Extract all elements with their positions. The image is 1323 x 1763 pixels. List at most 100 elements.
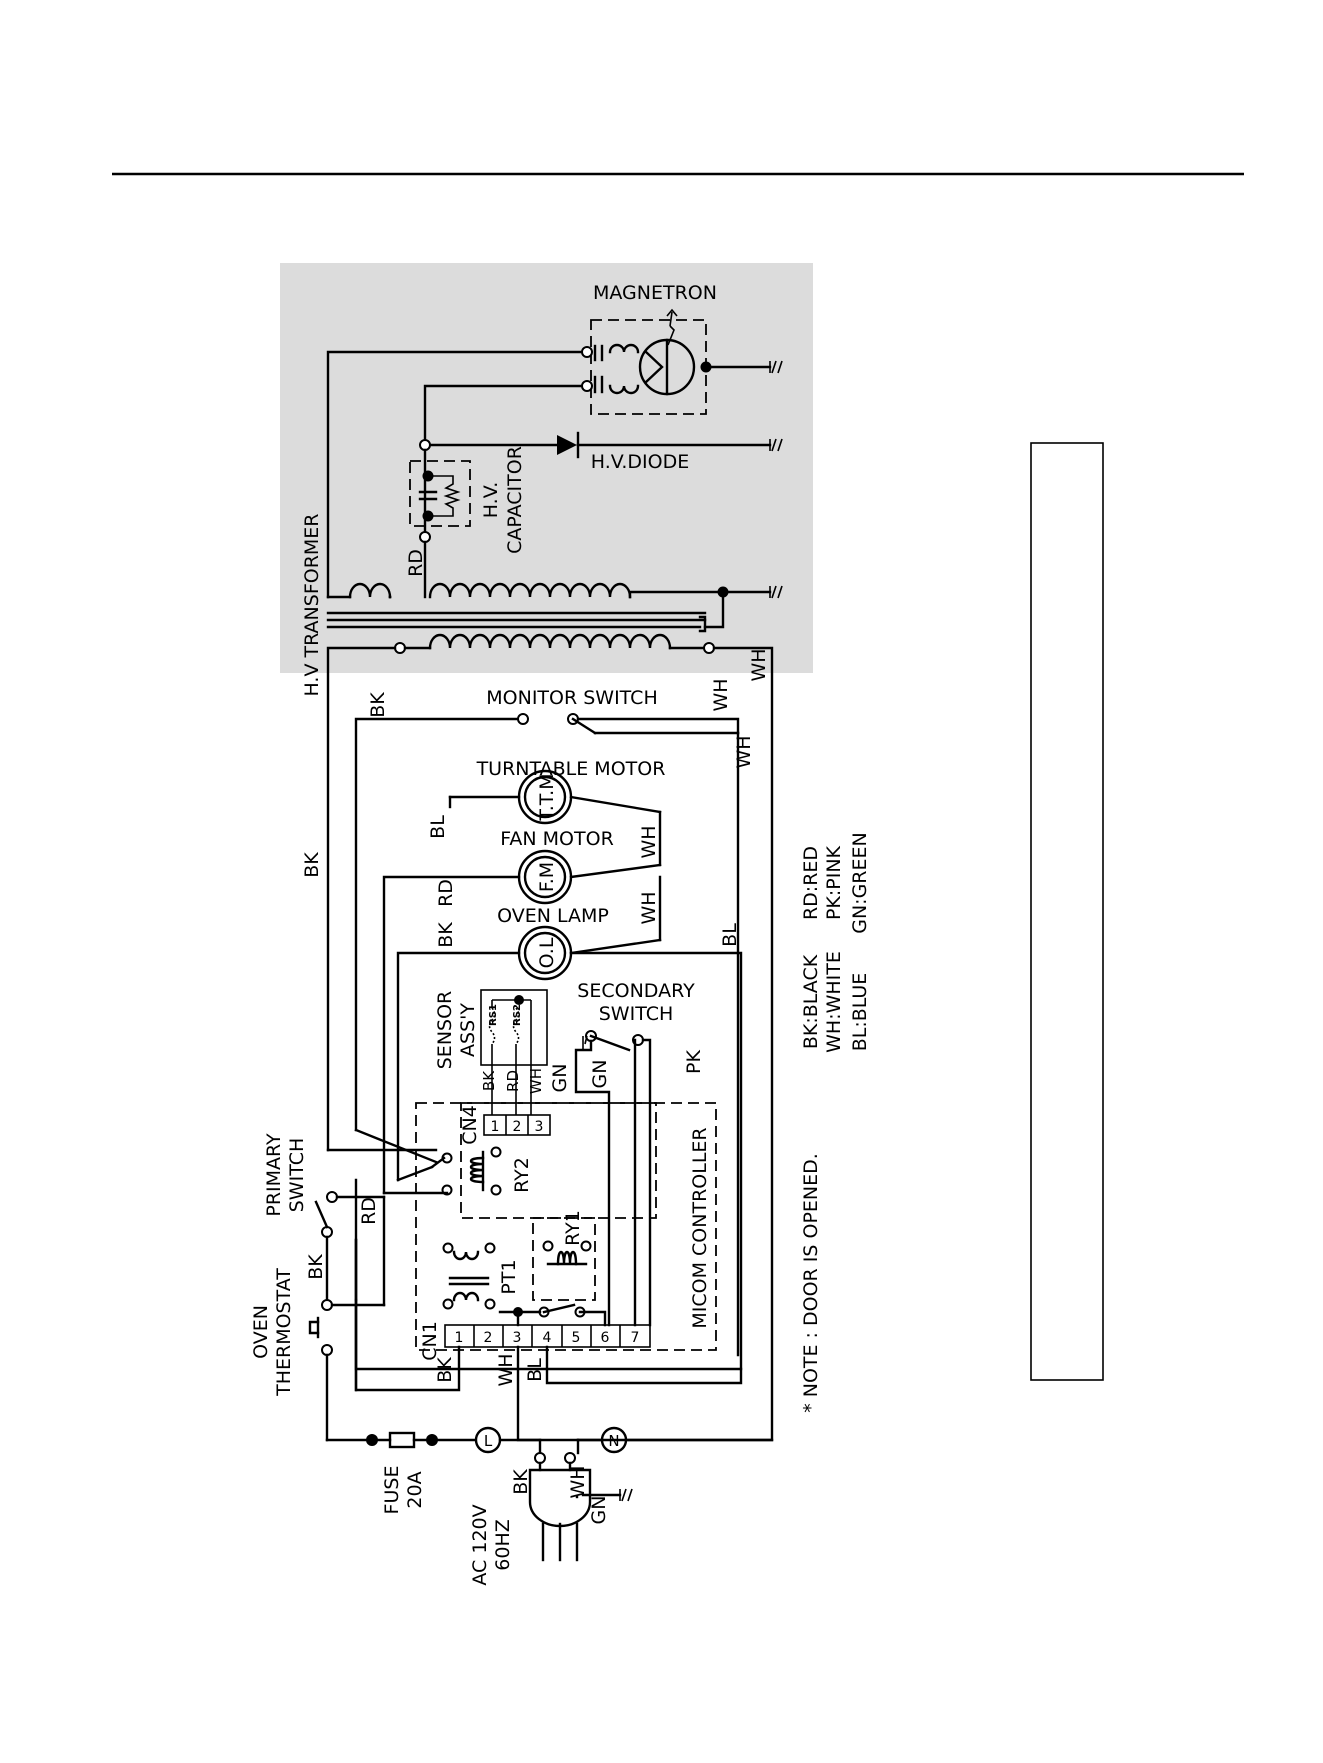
secondary-switch — [574, 1030, 652, 1327]
legend-wh-white: WH:WHITE — [823, 951, 845, 1053]
legend-gn-green: GN:GREEN — [849, 832, 871, 934]
cn1-label: CN1 — [419, 1321, 441, 1361]
wire-code-gn: GN — [588, 1496, 610, 1525]
wire-code-pk: PK — [683, 1050, 705, 1074]
secondary-switch-label-2: SWITCH — [599, 1003, 674, 1025]
primary-switch — [314, 1191, 386, 1307]
wire-code-bl: BL — [427, 815, 449, 839]
oven-lamp: O.L — [396, 925, 662, 1182]
legend-bl-blue: BL:BLUE — [849, 973, 871, 1052]
fuse — [325, 1431, 476, 1449]
cn4-label: CN4 — [459, 1105, 481, 1145]
legend-pk-pink: PK:PINK — [823, 845, 845, 920]
turntable-motor: T.T.M — [448, 769, 662, 825]
cn1-pin-4: 4 — [543, 1330, 552, 1346]
sensor-assy-label-2: ASS'Y — [457, 1003, 479, 1057]
note-door-opened: * NOTE : DOOR IS OPENED. — [800, 1153, 822, 1413]
monitor-switch-label: MONITOR SWITCH — [486, 687, 657, 709]
rs2-label: RS2 — [512, 1004, 523, 1026]
wire-code-wh: WH — [638, 825, 660, 858]
wire-code-rd: RD — [405, 549, 427, 577]
wire-code-gn: GN — [589, 1060, 611, 1089]
wire-code-bk: BK — [305, 1254, 327, 1280]
legend-bk-black: BK:BLACK — [800, 954, 822, 1049]
oven-lamp-symbol: O.L — [536, 937, 558, 968]
fuse-label-1: FUSE — [381, 1466, 403, 1515]
magnetron-label: MAGNETRON — [593, 282, 717, 304]
cn1-pin-7: 7 — [631, 1330, 640, 1346]
hv-capacitor-label-2: CAPACITOR — [504, 446, 526, 554]
pt1-transformer — [442, 1242, 496, 1310]
cn1-pin-5: 5 — [572, 1330, 581, 1346]
turntable-motor-symbol: T.T.M — [536, 773, 558, 821]
hv-section-shade — [280, 263, 813, 673]
fan-motor-symbol: F.M — [536, 862, 558, 892]
secondary-switch-label-1: SECONDARY — [577, 980, 695, 1002]
ac-input-label-1: AC 120V — [469, 1504, 491, 1585]
wire-code-rd: RD — [435, 879, 457, 907]
cn1-pin-3: 3 — [513, 1330, 522, 1346]
primary-switch-label-1: PRIMARY — [263, 1133, 285, 1217]
hv-diode-label: H.V.DIODE — [591, 451, 689, 473]
oven-thermostat-label-1: OVEN — [250, 1305, 272, 1359]
hv-transformer — [326, 582, 772, 654]
cn4-wire-rd: RD — [504, 1070, 522, 1092]
line-terminal-N: N — [576, 1426, 774, 1454]
hv-transformer-label: H.V TRANSFORMER — [301, 513, 323, 696]
wire-code-wh: WH — [495, 1353, 517, 1386]
notes-box — [1030, 442, 1104, 1381]
wire-code-bk: BK — [367, 692, 389, 718]
oven-lamp-label: OVEN LAMP — [497, 905, 609, 927]
wire-code-wh: WH — [733, 735, 755, 768]
ry2-relay — [430, 1146, 502, 1196]
ry1-label: RY1 — [562, 1210, 584, 1246]
wire-code-wh: WH — [710, 678, 732, 711]
sensor-assy-label-1: SENSOR — [434, 991, 456, 1070]
hv-capacitor-label-1: H.V. — [480, 482, 502, 519]
cn1-connector: 1 2 3 4 5 6 7 — [444, 1324, 651, 1348]
oven-thermostat-label-2: THERMOSTAT — [273, 1268, 295, 1397]
wire-code-bk: BK — [434, 1357, 456, 1383]
ground-symbol — [769, 360, 783, 374]
svg-text:N: N — [608, 1432, 619, 1450]
rs1-label: RS1 — [488, 1004, 499, 1026]
wire-code-bl: BL — [524, 1358, 546, 1382]
ground-symbol — [619, 1488, 633, 1502]
legend-rd-red: RD:RED — [800, 846, 822, 920]
cn4-pin-1: 1 — [491, 1119, 500, 1135]
pt1-label: PT1 — [498, 1259, 520, 1294]
wire-code-bl: BL — [719, 923, 741, 947]
cn1-pin-1: 1 — [455, 1330, 464, 1346]
ry2-label: RY2 — [511, 1157, 533, 1193]
cn4-wire-bk: BK — [480, 1070, 498, 1091]
ground-symbol — [769, 438, 783, 452]
cn4-wire-wh: WH — [527, 1068, 545, 1094]
micom-controller — [415, 1102, 717, 1351]
cn4-pin-3: 3 — [535, 1119, 544, 1135]
cn4-pin-2: 2 — [513, 1119, 522, 1135]
wire-code-gn: GN — [549, 1064, 571, 1093]
sensor-assembly: RS1 RS2 — [480, 989, 548, 1115]
fuse-label-2: 20A — [404, 1471, 426, 1508]
wire-code-rd: RD — [358, 1197, 380, 1225]
fan-motor-label: FAN MOTOR — [500, 828, 614, 850]
ground-symbol — [769, 585, 783, 599]
cn4-connector: 1 2 3 — [483, 1114, 551, 1136]
micom-controller-label: MICOM CONTROLLER — [689, 1127, 711, 1328]
ac-input-label-2: 60HZ — [492, 1519, 514, 1570]
oven-thermostat — [308, 1299, 386, 1442]
turntable-motor-label: TURNTABLE MOTOR — [476, 758, 666, 780]
cn1-pin-6: 6 — [601, 1330, 610, 1346]
line-terminal-L: L — [474, 1426, 542, 1454]
wire-code-wh: WH — [748, 648, 770, 681]
magnetron — [590, 308, 772, 415]
svg-text:L: L — [484, 1432, 493, 1450]
wire-code-wh: WH — [567, 1465, 589, 1498]
wire-code-bk: BK — [435, 922, 457, 948]
ac-plug — [528, 1438, 622, 1562]
cn1-pin-2: 2 — [484, 1330, 493, 1346]
wire-code-wh: WH — [638, 891, 660, 924]
wire-code-bk: BK — [301, 852, 323, 878]
primary-switch-label-2: SWITCH — [286, 1138, 308, 1213]
